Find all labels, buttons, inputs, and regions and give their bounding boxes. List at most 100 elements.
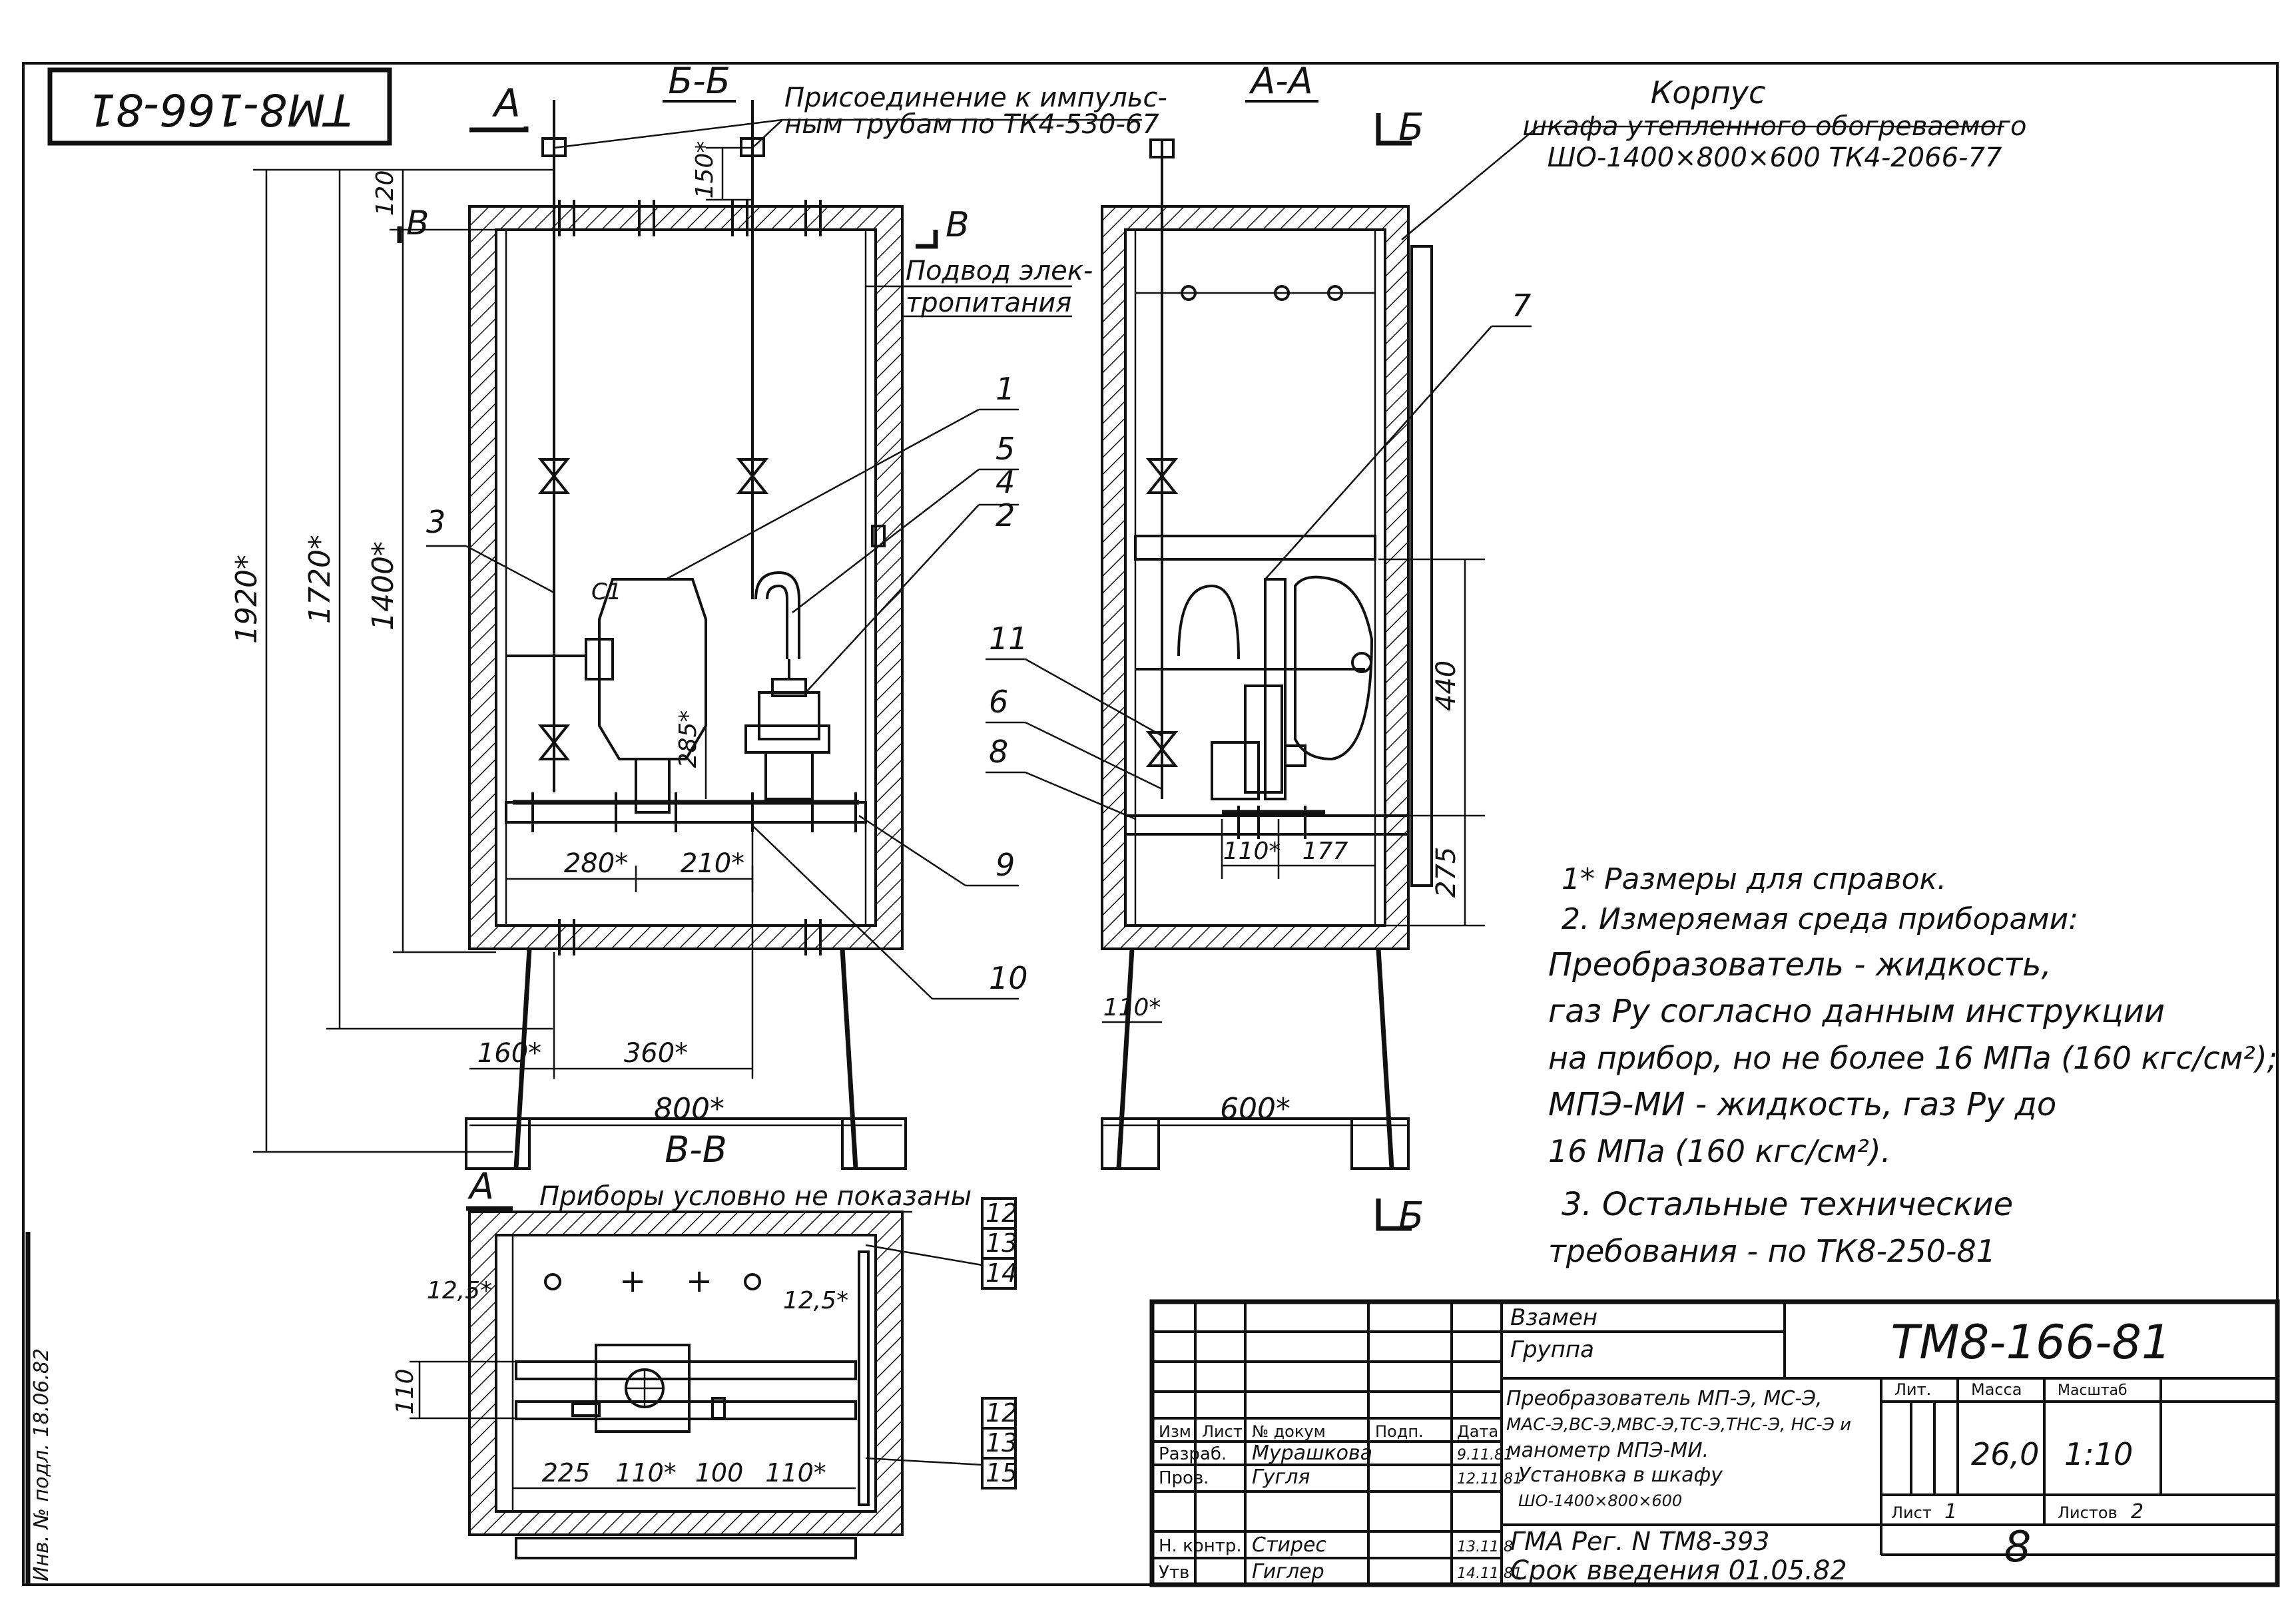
dim-110-side: 110*	[1223, 838, 1281, 865]
dim-110-plan-b: 110*	[615, 1458, 677, 1487]
dim-360: 360*	[624, 1038, 688, 1069]
tb-title-line-1: Преобразователь МП-Э, МС-Э,	[1506, 1387, 1822, 1410]
item-10: 10	[989, 960, 1028, 996]
item-11: 11	[989, 621, 1028, 657]
tb-date-1: 12.11.81	[1457, 1471, 1522, 1487]
side-lower-rail	[1124, 814, 1410, 836]
tb-hdr-mass: Масса	[1971, 1380, 2022, 1399]
label-bb: Б-Б	[668, 60, 730, 102]
top-number-box: ТМ8-166-81	[47, 67, 392, 146]
side-upper-rail	[1134, 535, 1376, 561]
valve-right	[736, 458, 769, 494]
note-line-4: газ Ру согласно данным инструкции	[1548, 993, 2165, 1030]
note-line-7: 16 МПа (160 кгс/см²).	[1548, 1133, 1890, 1169]
top-drawing-number: ТМ8-166-81	[88, 84, 352, 135]
tb-title-line-3: манометр МПЭ-МИ.	[1506, 1439, 1709, 1462]
tb-hdr-izm: Изм	[1159, 1422, 1191, 1441]
tb-sheet-no: 1	[1944, 1500, 1957, 1523]
callout-housing-title: Корпус	[1651, 75, 1766, 111]
tb-page-number: 8	[2004, 1523, 2032, 1572]
tb-title-line-2: МАС-Э,ВС-Э,МВС-Э,ТС-Э,ТНС-Э, НС-Э и	[1506, 1415, 1851, 1435]
dim-280: 280*	[564, 848, 628, 879]
dim-12-5-right: 12,5*	[783, 1287, 848, 1314]
item-1: 1	[996, 371, 1015, 407]
dim-440: 440	[1431, 661, 1462, 711]
tb-doc-number: ТМ8-166-81	[1891, 1315, 2171, 1370]
callout-power-line2: тропитания	[906, 288, 1071, 318]
dim-110-leg: 110*	[1103, 994, 1161, 1021]
callout-impulse-line2: ным трубам по ТК4-530-67	[784, 109, 1159, 140]
dim-177: 177	[1302, 838, 1348, 865]
item-13a: 13	[986, 1228, 1017, 1258]
front-view: Б-Б А	[230, 60, 1167, 1171]
tb-hdr-sheets: Листов	[2058, 1503, 2118, 1522]
tb-date-3: 14.11.81	[1457, 1565, 1522, 1582]
dim-600: 600*	[1220, 1092, 1291, 1126]
dim-275: 275	[1431, 847, 1462, 898]
tb-name-1: Гугля	[1252, 1466, 1310, 1489]
note-line-9: требования - по ТК8-250-81	[1548, 1233, 1996, 1269]
dim-110-plan: 110	[392, 1369, 419, 1415]
dim-800: 800*	[654, 1092, 724, 1126]
notes: 1* Размеры для справок. 2. Измеряемая ср…	[1548, 862, 2277, 1269]
note-line-5: на прибор, но не более 16 МПа (160 кгс/с…	[1548, 1040, 2277, 1076]
dim-1920: 1920*	[230, 555, 264, 644]
dim-1400: 1400*	[366, 541, 400, 631]
dim-225: 225	[542, 1458, 591, 1487]
valve-left-lower	[537, 724, 571, 760]
item-8: 8	[989, 734, 1008, 770]
item-15: 15	[986, 1458, 1017, 1487]
tb-group: Группа	[1510, 1336, 1594, 1363]
dim-150: 150*	[691, 141, 718, 199]
tb-role-1: Пров.	[1159, 1468, 1209, 1488]
side-view: А-А Б Б	[986, 60, 2027, 1238]
margin-stamp: Инв. № подл. 18.06.82	[30, 1348, 53, 1581]
label-vv: В-В	[665, 1129, 727, 1171]
dim-1720: 1720*	[303, 535, 337, 624]
callout-housing-line2: шкафа утепленного обогреваемого	[1522, 111, 2026, 142]
tb-title-line-4: Установка в шкафу	[1518, 1464, 1723, 1487]
dim-110-plan-c: 110*	[765, 1458, 826, 1487]
note-line-6: МПЭ-МИ - жидкость, газ Ру до	[1548, 1086, 2056, 1123]
tb-mass: 26,0	[1971, 1436, 2039, 1472]
item-7: 7	[1512, 288, 1531, 324]
tb-hdr-doc: № докум	[1252, 1422, 1326, 1441]
front-dimensions	[253, 146, 902, 1153]
label-aa: А-А	[1249, 60, 1312, 102]
tb-date-2: 13.11.8	[1457, 1539, 1513, 1555]
dim-12-5-left: 12,5*	[427, 1277, 492, 1304]
mark-a-top: А	[491, 81, 521, 126]
callout-impulse-line1: Присоединение к импульс-	[784, 83, 1167, 113]
tb-sheets-total: 2	[2131, 1500, 2144, 1523]
tb-intro-date: Срок введения 01.05.82	[1510, 1555, 1847, 1586]
item-4: 4	[996, 464, 1015, 500]
dim-100: 100	[695, 1458, 744, 1487]
callout-housing-line3: ШО-1400×800×600 ТК4-2066-77	[1548, 142, 2002, 173]
dim-210: 210*	[681, 848, 744, 879]
tb-hdr-scale: Масштаб	[2058, 1382, 2128, 1399]
tb-role-0: Разраб.	[1159, 1444, 1227, 1464]
gauge-assembly	[744, 571, 830, 800]
valve-left-upper	[537, 458, 571, 494]
note-line-2: 2. Измеряемая среда приборами:	[1562, 902, 2078, 936]
tb-hdr-sheet: Лист	[1891, 1503, 1932, 1522]
mark-v1-front: В	[406, 204, 429, 242]
tb-replaces: Взамен	[1510, 1304, 1597, 1331]
tb-title-line-5: ШО-1400×800×600	[1518, 1491, 1682, 1510]
item-5: 5	[996, 431, 1015, 467]
note-line-8: 3. Остальные технические	[1562, 1186, 2013, 1223]
item-13b: 13	[986, 1428, 1017, 1458]
tb-role-2: Н. контр.	[1159, 1536, 1242, 1556]
tb-date-0: 9.11.81	[1457, 1447, 1513, 1464]
tb-role-3: Утв	[1159, 1563, 1189, 1583]
svg-text:+: +	[619, 1262, 646, 1300]
converter-body	[506, 578, 707, 814]
tb-name-0: Мурашкова	[1252, 1442, 1372, 1465]
mark-a-plan: А	[467, 1165, 494, 1207]
item-6: 6	[989, 684, 1008, 720]
note-line-3: Преобразователь - жидкость,	[1548, 946, 2052, 983]
tb-scale: 1:10	[2064, 1436, 2133, 1472]
item-3: 3	[426, 504, 445, 540]
item-14: 14	[986, 1258, 1017, 1288]
